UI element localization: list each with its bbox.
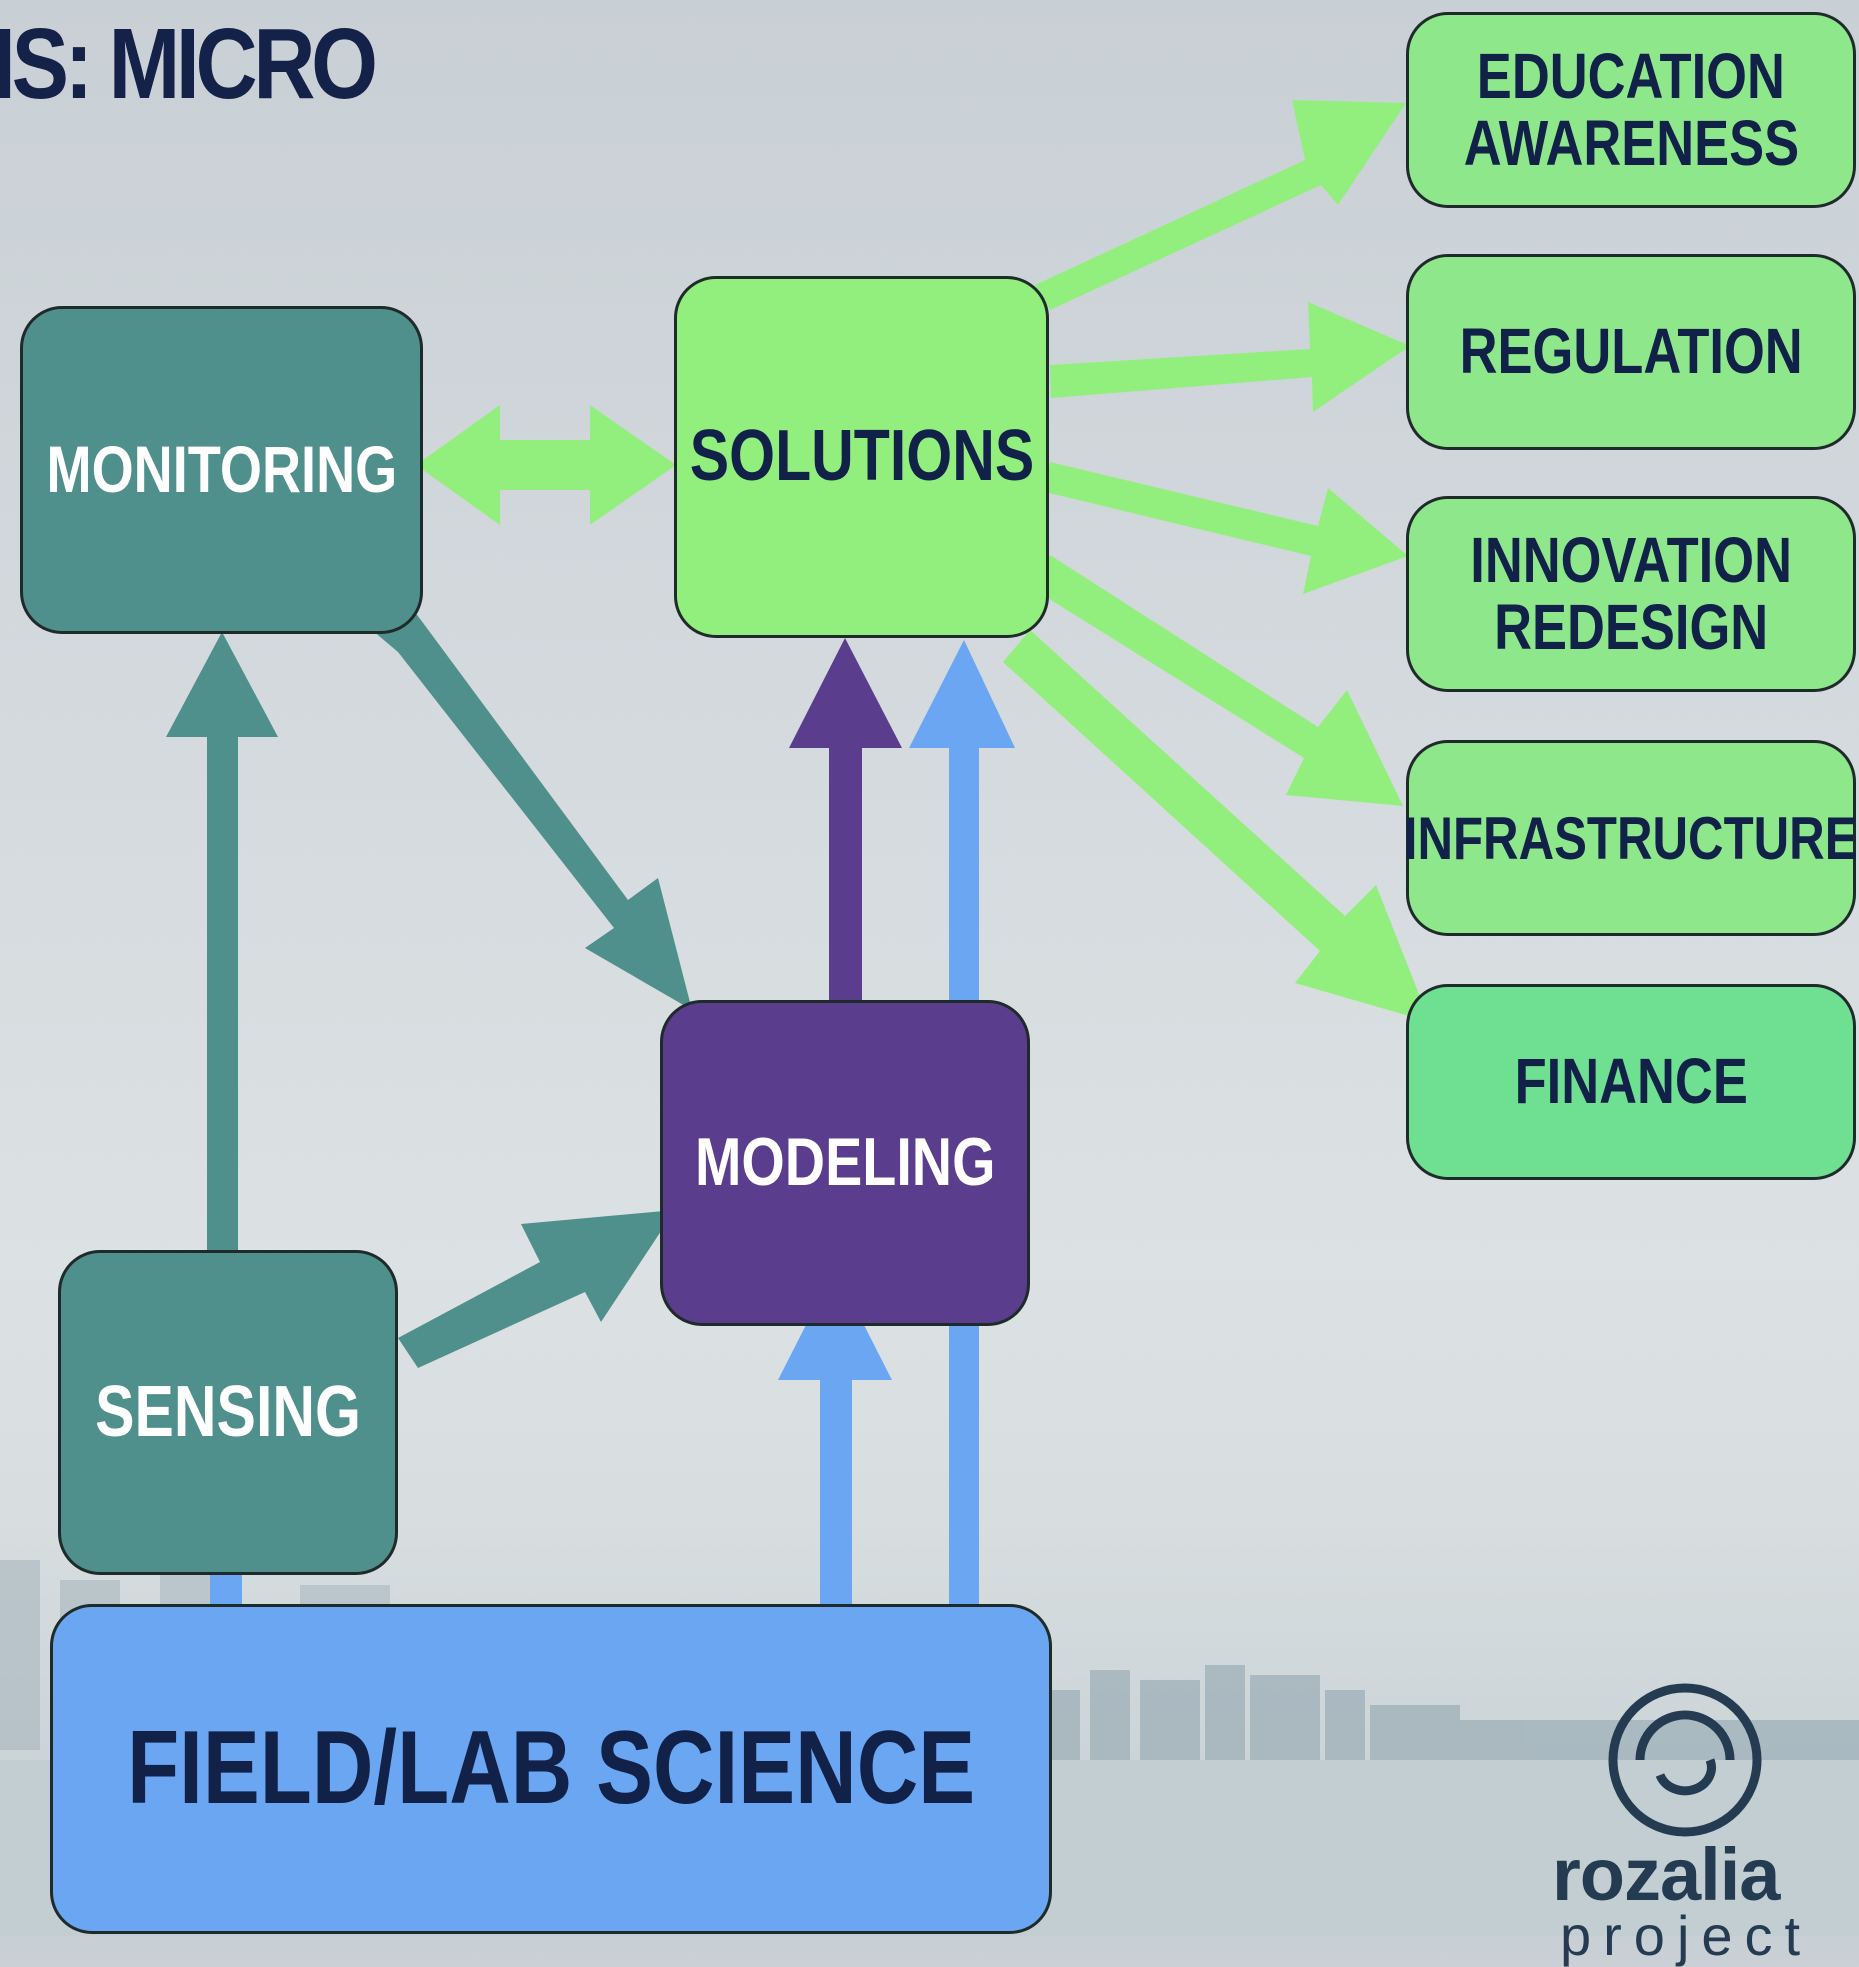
node-modeling-label: MODELING [694, 1124, 996, 1201]
outcome-regulation: REGULATION [1406, 254, 1856, 450]
arrow-field-modeling [778, 1268, 892, 1605]
outcome-label-line2: REDESIGN [1493, 591, 1769, 663]
outcome-label-line1: FINANCE [1514, 1045, 1748, 1118]
arrow-monitoring-solutions [416, 405, 676, 525]
logo-name: rozalia [1552, 1833, 1780, 1916]
node-solutions-label: SOLUTIONS [689, 416, 1034, 497]
skyline-right [1050, 1665, 1859, 1760]
arrow-monitoring-modeling [372, 608, 692, 1010]
outcome-innovation-redesign: INNOVATION REDESIGN [1406, 496, 1856, 692]
outcome-label-line1: INFRASTRUCTURE [1404, 804, 1858, 872]
arrow-solutions-finance [1003, 630, 1430, 1022]
arrow-sensing-modeling [398, 1210, 675, 1368]
outcome-education-awareness: EDUCATION AWARENESS [1406, 12, 1856, 208]
node-modeling: MODELING [660, 1000, 1030, 1326]
arrow-solutions-education [1035, 100, 1406, 310]
node-field-lab-science-label: FIELD/LAB SCIENCE [126, 1710, 976, 1827]
arrow-solutions-innovation [1045, 462, 1408, 594]
arrow-sensing-monitoring [166, 632, 278, 1286]
arrow-modeling-solutions [789, 638, 902, 1000]
node-field-lab-science: FIELD/LAB SCIENCE [50, 1604, 1052, 1934]
node-sensing: SENSING [58, 1250, 398, 1575]
arrow-solutions-regulation [1050, 302, 1410, 412]
node-monitoring-label: MONITORING [46, 432, 397, 507]
page-title: IS: MICRO [0, 8, 378, 120]
outcome-label-line1: EDUCATION [1476, 39, 1786, 112]
outcome-label-line1: INNOVATION [1470, 523, 1792, 596]
outcome-label-line2: AWARENESS [1463, 107, 1799, 179]
arrow-solutions-infrastructure [1035, 555, 1403, 806]
outcome-infrastructure: INFRASTRUCTURE [1404, 740, 1858, 936]
node-monitoring: MONITORING [20, 306, 423, 634]
outcome-label-line1: REGULATION [1459, 315, 1803, 388]
logo-sub: project [1560, 1904, 1813, 1967]
node-sensing-label: SENSING [95, 1371, 361, 1452]
outcome-finance: FINANCE [1406, 984, 1856, 1180]
node-solutions: SOLUTIONS [674, 276, 1049, 638]
